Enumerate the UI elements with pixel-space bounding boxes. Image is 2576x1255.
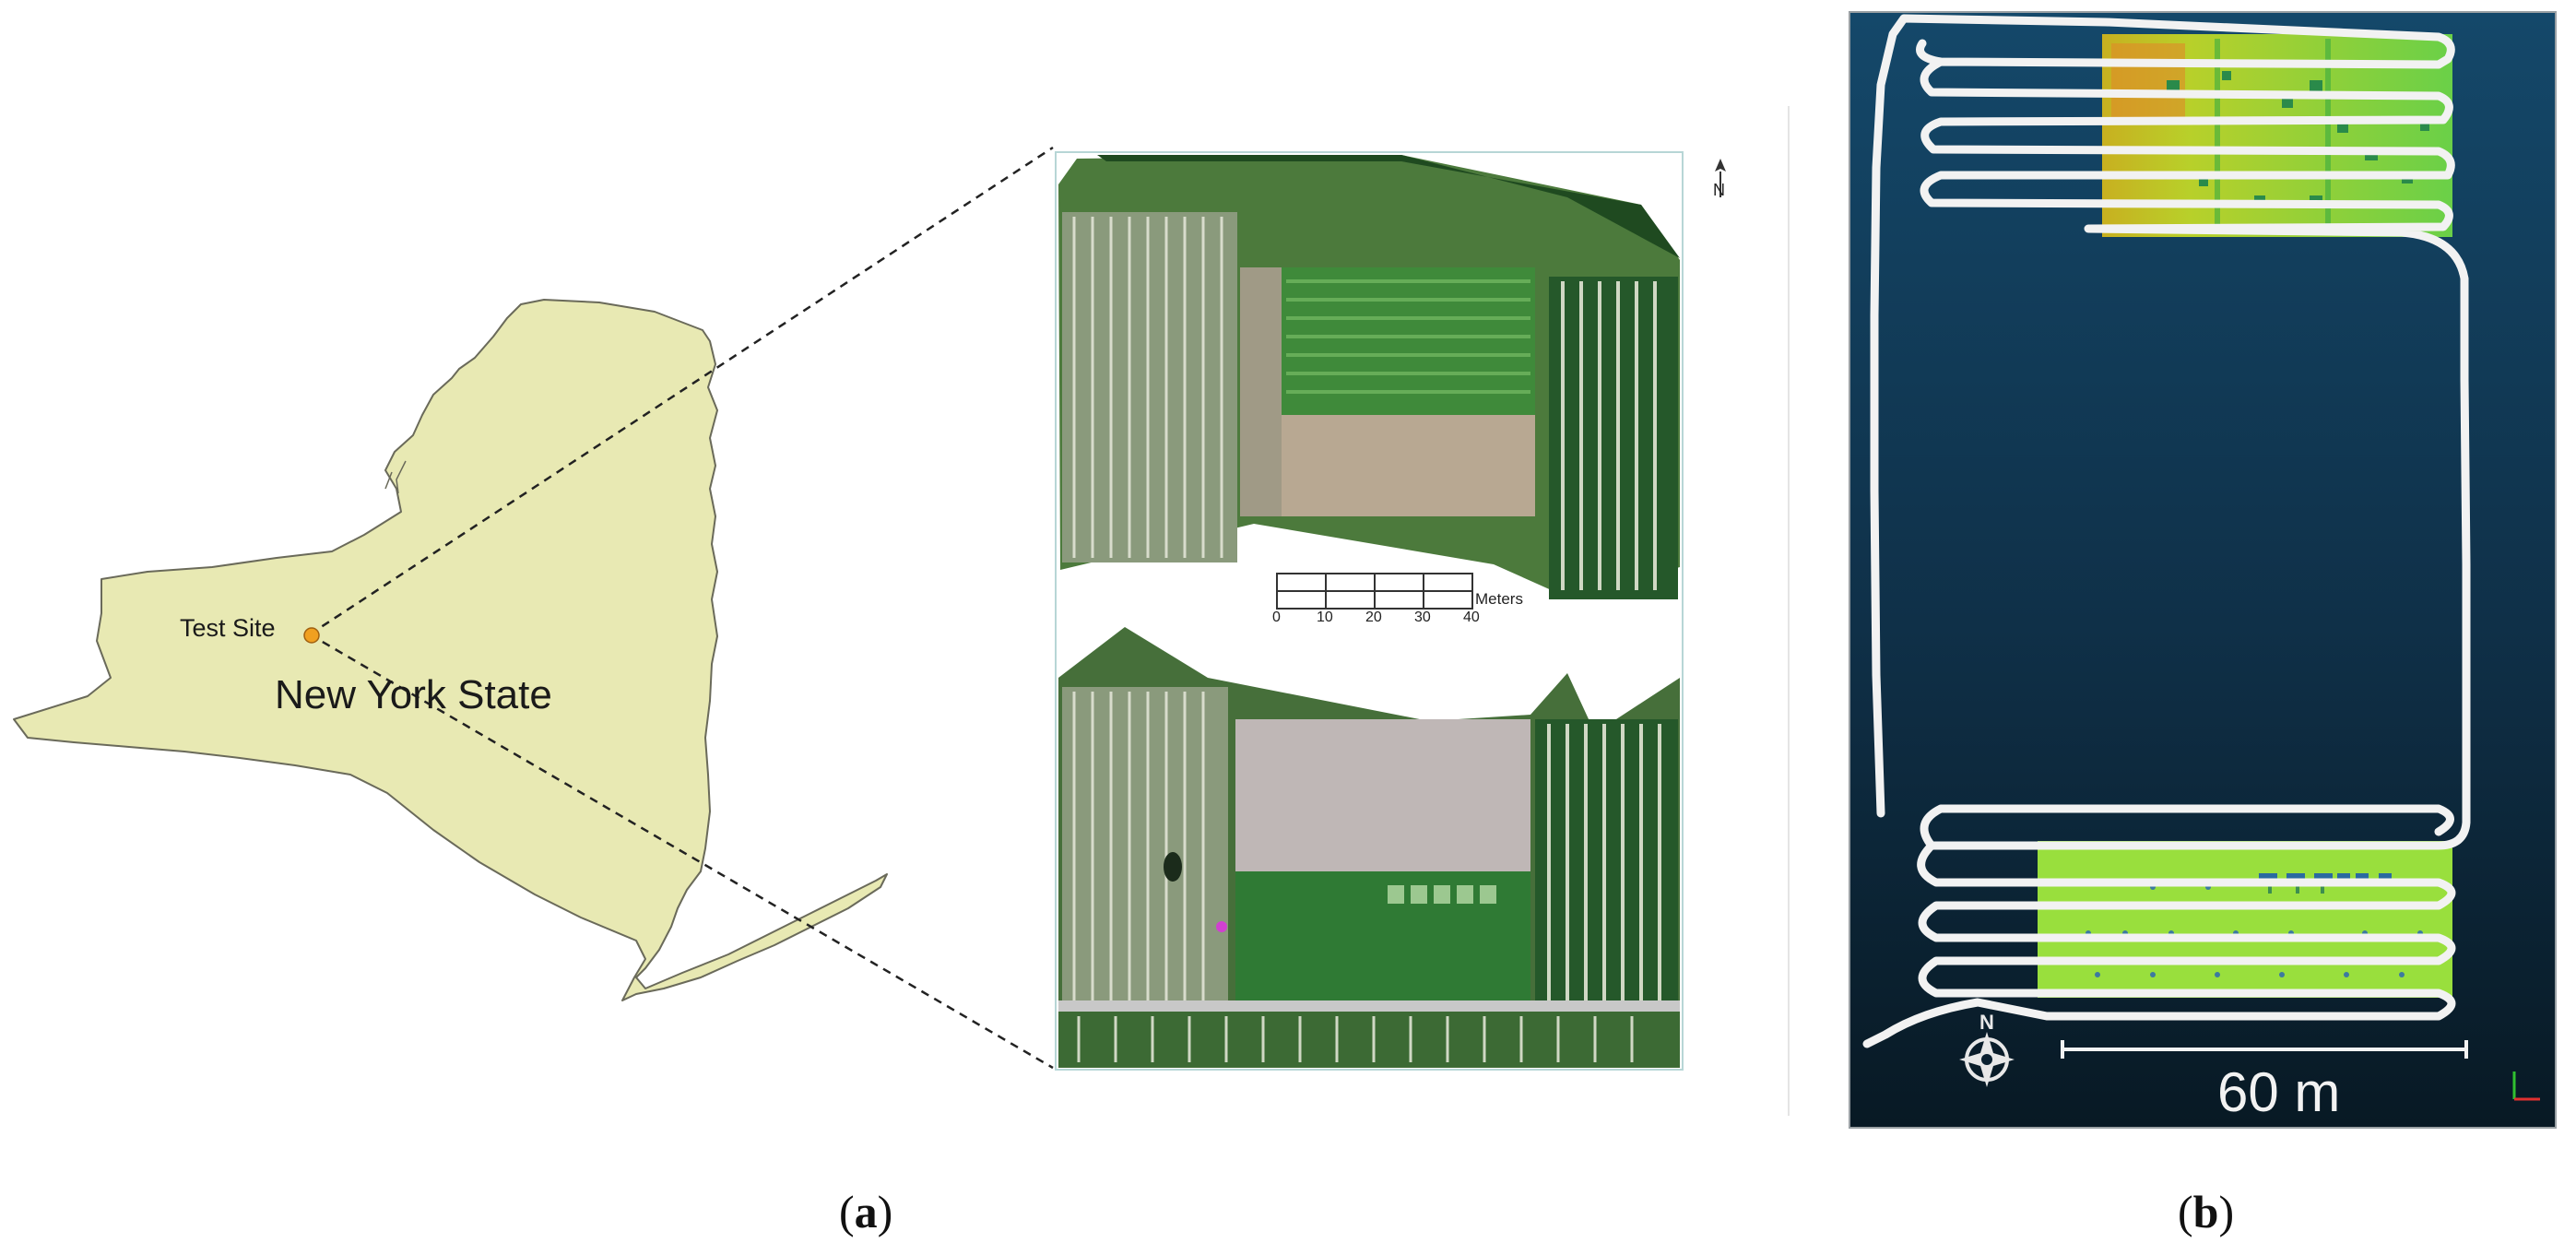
north-label-a: N (1713, 181, 1725, 199)
scale-tick-label: 30 (1414, 610, 1431, 625)
orthophoto: N (1055, 151, 1726, 1071)
survey-track (1862, 14, 2471, 1048)
scale-bar (1276, 573, 1473, 610)
north-label-b: N (1979, 1011, 1994, 1034)
lake-outline (384, 460, 407, 494)
scale-tick-label: 10 (1317, 610, 1333, 625)
axis-triad-icon (2512, 1071, 2540, 1101)
scale-unit-label: Meters (1475, 590, 1523, 608)
caption-a: (a) (839, 1186, 893, 1237)
projection-line-bottom (309, 633, 1054, 1070)
canopy-block-bottom (2038, 841, 2452, 998)
state-label: New York State (275, 672, 552, 717)
scale-tick-label: 20 (1365, 610, 1382, 625)
scale-tick-label: 40 (1463, 610, 1480, 625)
scale-tick-label: 0 (1272, 610, 1281, 625)
projection-line-top (309, 146, 1054, 636)
compass-icon (1959, 1032, 2015, 1087)
test-site-marker (303, 627, 320, 644)
new-york-state-shape (13, 299, 888, 1001)
scale-bar-b (2061, 1040, 2468, 1059)
scale-label-b: 60 m (2217, 1061, 2340, 1123)
north-arrow-icon (1715, 159, 1726, 197)
panel-a: Test Site New York State N (13, 106, 1790, 1116)
caption-b: (b) (2178, 1186, 2235, 1237)
test-site-label: Test Site (180, 614, 276, 642)
panel-b: N 60 m (1849, 11, 2557, 1129)
